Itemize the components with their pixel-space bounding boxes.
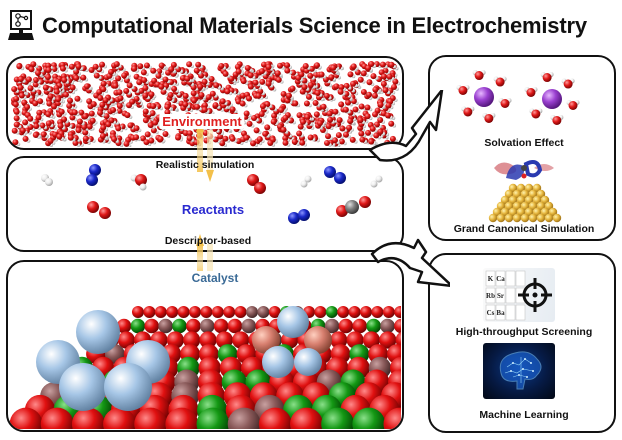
reactants-panel: Reactants <box>6 156 404 252</box>
reactant-molecules-illustration <box>41 164 383 224</box>
element-symbol: K <box>488 275 494 283</box>
reactants-label: Reactants <box>181 202 245 217</box>
element-symbol: Ca <box>496 275 505 283</box>
solvation-effect-label: Solvation Effect <box>484 137 564 149</box>
header: Computational Materials Science in Elect… <box>8 6 587 46</box>
crosshair-icon <box>518 278 552 312</box>
solvated-ion-icon <box>456 70 580 125</box>
circuit-brain-icon <box>483 343 555 399</box>
arrow-to-environment-methods <box>368 90 444 162</box>
surface-adsorbate-icon <box>488 160 562 223</box>
environment-panel <box>6 56 404 150</box>
arrow-to-design-methods <box>370 238 450 288</box>
environment-label: Environment <box>159 114 245 129</box>
realistic-arrow <box>196 120 214 182</box>
catalyst-label: Catalyst <box>188 271 242 285</box>
descriptor-based-label: Descriptor-based <box>164 235 252 247</box>
machine-learning-label: Machine Learning <box>479 409 569 421</box>
catalyst-panel <box>6 260 404 432</box>
catalyst-surface-illustration <box>9 306 401 429</box>
element-symbol: Cs <box>487 309 495 317</box>
realistic-simulation-label: Realistic simulation <box>155 159 255 171</box>
environment-methods-panel: Solvation Effect Grand Canonical Simulat… <box>428 55 616 241</box>
high-throughput-label: High-throughput Screening <box>455 326 593 338</box>
element-symbol: Ba <box>496 309 505 317</box>
element-symbol: Sr <box>497 292 504 300</box>
element-symbol: Rb <box>486 292 495 300</box>
water-box-illustration <box>11 61 401 147</box>
computer-molecule-icon <box>8 10 34 40</box>
connector-arrows <box>368 90 450 288</box>
grand-canonical-label: Grand Canonical Simulation <box>453 223 595 235</box>
page-title: Computational Materials Science in Elect… <box>42 13 587 38</box>
